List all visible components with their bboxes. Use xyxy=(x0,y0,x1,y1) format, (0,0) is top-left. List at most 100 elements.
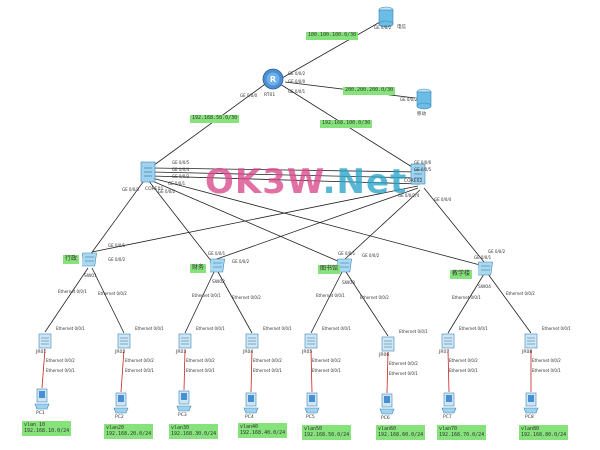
sw01-name: SW01 xyxy=(84,274,98,279)
isp1-server[interactable] xyxy=(378,6,394,32)
port-label: GE 0/0/3 xyxy=(172,174,190,179)
switch-sw02[interactable] xyxy=(208,256,226,278)
port-label: GE 0/0/4 xyxy=(434,197,452,202)
isp1-name: 电信 xyxy=(397,25,406,30)
port-label: Ethernet 0/0/1 xyxy=(263,326,292,331)
hub-2[interactable] xyxy=(117,333,131,353)
port-label: GE 0/0/1 xyxy=(168,181,186,186)
pc-name: PC1 xyxy=(36,411,45,416)
pc-name: PC8 xyxy=(525,415,534,420)
link-sw03-jr05 xyxy=(310,271,343,334)
port-label: Ethernet 0/0/1 xyxy=(58,289,87,294)
hub-7[interactable] xyxy=(441,333,455,353)
hub-icon xyxy=(304,333,318,349)
pc-icon xyxy=(34,388,50,410)
port-label: GE 0/0/6 xyxy=(414,160,432,165)
hub-5[interactable] xyxy=(304,333,318,353)
sw04-name: SW04 xyxy=(478,285,492,290)
isp2-name: 移动 xyxy=(417,112,426,117)
port-label: GE 0/0/2 xyxy=(488,249,506,254)
pc-1[interactable] xyxy=(34,388,50,414)
pc-name: PC2 xyxy=(115,415,124,420)
port-label: Ethernet 0/0/1 xyxy=(449,368,478,373)
port-label: Ethernet 0/0/2 xyxy=(98,291,127,296)
watermark-part2: .Net xyxy=(322,162,408,202)
hub-icon xyxy=(117,333,131,349)
hub-1[interactable] xyxy=(38,333,52,353)
link-sw01-jr01 xyxy=(44,267,89,333)
port-label: GE 0/0/1 xyxy=(288,89,306,94)
port-label: Ethernet 0/0/1 xyxy=(196,326,225,331)
pc-5[interactable] xyxy=(304,392,320,418)
hub-icon xyxy=(524,333,538,349)
port-label: GE 0/0/1 xyxy=(474,255,492,260)
hub-name: JR04 xyxy=(243,350,254,355)
vlan-label: vlan70 xyxy=(439,426,458,432)
port-label: Ethernet 0/0/1 xyxy=(56,326,85,331)
link-core1-core2-b xyxy=(151,171,421,179)
pc-6[interactable] xyxy=(379,393,395,419)
pc-icon xyxy=(523,392,539,414)
port-label: Ethernet 0/0/1 xyxy=(186,368,215,373)
hub-name: JR01 xyxy=(36,350,47,355)
subnet-label: 192.168.80.0/24 xyxy=(521,432,567,439)
hub-name: JR03 xyxy=(176,350,187,355)
core-switch-core02[interactable] xyxy=(410,162,426,190)
core-switch-core01[interactable] xyxy=(140,160,156,188)
link-jr04-pc4 xyxy=(250,349,253,393)
link-sw02-jr04 xyxy=(217,271,253,334)
port-label: Ethernet 0/0/1 xyxy=(312,368,341,373)
link-core1-core2-a xyxy=(151,167,421,173)
watermark-part1: OK3W xyxy=(205,162,323,202)
subnet-label: 192.168.40.0/24 xyxy=(240,430,286,437)
subnet-label: 192.168.30.0/24 xyxy=(171,431,217,438)
hub-6[interactable] xyxy=(381,336,395,356)
link-core2-sw03 xyxy=(343,189,421,261)
isp2-server[interactable] xyxy=(416,88,432,114)
vlan-label: vlan20 xyxy=(106,425,125,431)
pc-icon xyxy=(176,390,192,412)
subnet-label: 192.168.70.0/24 xyxy=(439,432,485,439)
pc-8[interactable] xyxy=(523,392,539,418)
port-label: Ethernet 0/0/1 xyxy=(452,295,481,300)
pc-name: PC4 xyxy=(245,415,254,420)
hub-8[interactable] xyxy=(524,333,538,353)
port-label: Ethernet 0/0/2 xyxy=(532,358,561,363)
pc-3[interactable] xyxy=(176,390,192,416)
port-label: GE 0/0/1 xyxy=(338,251,356,256)
subnet-label: 192.168.10.0/24 xyxy=(24,428,70,435)
link-sw02-jr03 xyxy=(184,271,215,334)
port-label: GE 0/0/0 xyxy=(240,93,258,98)
link-jr07-pc7 xyxy=(447,349,450,393)
port-label: Ethernet 0/0/2 xyxy=(186,358,215,363)
port-label: Ethernet 0/0/2 xyxy=(360,295,389,300)
switch-sw04[interactable] xyxy=(476,259,494,281)
port-label: Ethernet 0/0/2 xyxy=(253,358,282,363)
port-label: Ethernet 0/0/1 xyxy=(253,368,282,373)
link-core2-sw04 xyxy=(423,187,485,263)
switch-sw01[interactable] xyxy=(80,250,98,272)
hub-3[interactable] xyxy=(178,333,192,353)
pc-7[interactable] xyxy=(441,392,457,418)
port-label: GE 0/0/3 xyxy=(122,187,140,192)
vlan-label: vlan 10 xyxy=(24,422,46,428)
hub-4[interactable] xyxy=(245,333,259,353)
sw03-name: SW03 xyxy=(342,281,356,286)
link-core1-sw01 xyxy=(89,177,147,256)
link-sw03-jr06 xyxy=(345,271,389,337)
link-jr05-pc5 xyxy=(310,349,313,393)
port-label: GE 0/0/1 xyxy=(208,251,226,256)
router-rt01[interactable]: R xyxy=(262,68,284,94)
port-label: GE 0/0/5 xyxy=(172,160,190,165)
hub-name: JR05 xyxy=(302,350,313,355)
core-switch-icon xyxy=(140,161,156,183)
pc-2[interactable] xyxy=(113,392,129,418)
switch-icon xyxy=(208,258,225,273)
pc-4[interactable] xyxy=(243,392,259,418)
